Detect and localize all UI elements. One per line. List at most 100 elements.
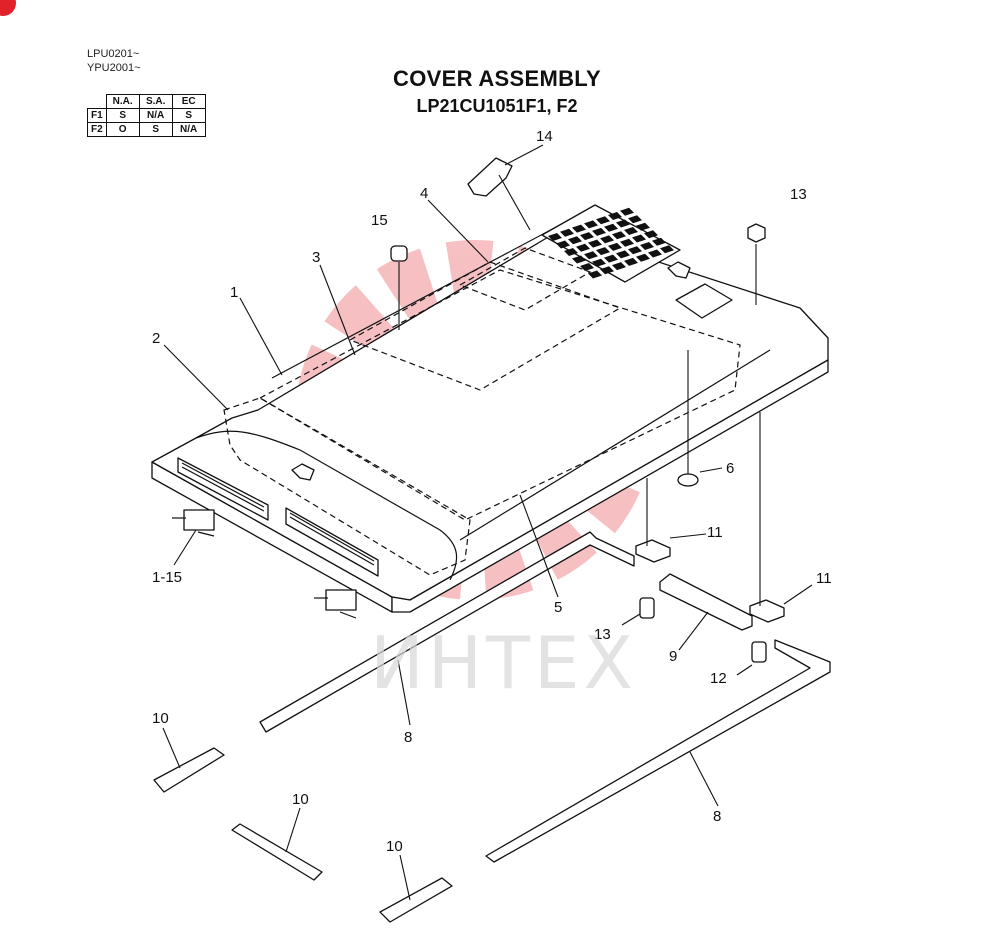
grille-cell bbox=[636, 222, 650, 231]
callout-13b: 13 bbox=[594, 626, 611, 643]
hinge-bracket-right bbox=[314, 589, 357, 619]
callout-10a: 10 bbox=[152, 710, 169, 727]
serial-range-2: YPU2001~ bbox=[87, 62, 141, 74]
grille-cell bbox=[612, 262, 626, 271]
grille-cell bbox=[640, 242, 654, 250]
part-13-bolt-lower bbox=[639, 597, 655, 619]
grille-cell bbox=[588, 239, 602, 248]
grille-cell bbox=[592, 258, 606, 267]
grille-cell bbox=[644, 230, 658, 239]
grille-cell bbox=[604, 223, 618, 232]
watermark-text: ИНТЕХ bbox=[370, 621, 637, 705]
grille-cell bbox=[596, 216, 610, 225]
latch-front-icon bbox=[291, 463, 315, 481]
grille-cell bbox=[568, 236, 582, 245]
grille-cell bbox=[620, 238, 634, 247]
grille-cell bbox=[652, 237, 666, 246]
callout-12: 12 bbox=[710, 670, 727, 687]
grille-cell bbox=[584, 220, 598, 229]
page-title: COVER ASSEMBLY bbox=[393, 66, 601, 91]
grille-cell bbox=[636, 253, 650, 262]
callout-4: 4 bbox=[420, 185, 428, 202]
latch-rear-icon bbox=[667, 261, 691, 279]
corner-badge bbox=[0, 0, 16, 16]
part-15-cap bbox=[390, 245, 408, 262]
part-6-grommet bbox=[677, 473, 699, 487]
part-9-bar bbox=[659, 573, 753, 631]
availability-cell: N/A bbox=[171, 122, 206, 137]
grille-cell bbox=[616, 250, 630, 259]
grille-cell bbox=[560, 228, 574, 237]
cover-assembly bbox=[151, 204, 829, 619]
callout-1: 1 bbox=[230, 284, 238, 301]
callout-11b: 11 bbox=[816, 570, 832, 587]
grille-cell bbox=[556, 240, 570, 249]
grille-cell bbox=[564, 248, 578, 256]
part-8-seal-right bbox=[485, 639, 831, 863]
grille-cell bbox=[624, 227, 638, 235]
grille-cell bbox=[576, 243, 590, 252]
callout-15: 15 bbox=[371, 212, 388, 229]
grille-cell bbox=[572, 224, 586, 233]
grille-cell bbox=[572, 255, 586, 264]
availability-cell: S bbox=[138, 122, 173, 137]
callout-13a: 13 bbox=[790, 186, 807, 203]
callout-3: 3 bbox=[312, 249, 320, 266]
front-vent-right bbox=[285, 507, 379, 577]
callout-10c: 10 bbox=[386, 838, 403, 855]
cover-side-skirt bbox=[391, 359, 829, 613]
part-12-bolt bbox=[751, 641, 767, 663]
availability-row-label: F2 bbox=[87, 122, 107, 137]
cover-access-opening bbox=[675, 283, 733, 319]
part-13-nut-top bbox=[747, 223, 766, 243]
grille-cell bbox=[600, 235, 614, 244]
grille-cell bbox=[628, 246, 642, 255]
callout-10b: 10 bbox=[292, 791, 309, 808]
availability-row: F2 O S N/A bbox=[87, 122, 206, 137]
grille-cell bbox=[632, 234, 646, 243]
callout-8b: 8 bbox=[713, 808, 721, 825]
callout-leaders bbox=[162, 144, 813, 901]
cover-ridge-line bbox=[271, 224, 561, 379]
cover-front-edge bbox=[195, 430, 458, 581]
cover-grille bbox=[541, 204, 681, 283]
seal-outline-2 bbox=[223, 397, 471, 576]
grille-cell bbox=[604, 254, 618, 263]
grille-cell bbox=[660, 245, 674, 254]
cover-crease-line bbox=[459, 349, 771, 541]
part-14-lock bbox=[467, 157, 513, 197]
part-11-spacer-a bbox=[635, 539, 671, 563]
grille-cell bbox=[628, 215, 642, 224]
page-subtitle: LP21CU1051F1, F2 bbox=[416, 96, 578, 116]
grille-cell bbox=[596, 247, 610, 256]
grille-cell bbox=[620, 207, 634, 216]
grille-cell bbox=[588, 270, 602, 279]
availability-header-row: N.A. S.A. EC bbox=[87, 94, 206, 109]
grille-cell bbox=[600, 266, 614, 275]
part-10-strip-a bbox=[153, 747, 225, 793]
grille-cell bbox=[580, 263, 594, 271]
callout-6: 6 bbox=[726, 460, 734, 477]
hinge-bracket-left bbox=[172, 509, 215, 537]
callout-9: 9 bbox=[669, 648, 677, 665]
part-10-strip-c bbox=[379, 877, 453, 923]
grille-cell bbox=[624, 257, 638, 266]
callout-2: 2 bbox=[152, 330, 160, 347]
grille-cell bbox=[580, 232, 594, 241]
callout-8a: 8 bbox=[404, 729, 412, 746]
grille-cell bbox=[608, 242, 622, 251]
callout-14: 14 bbox=[536, 128, 553, 145]
part-8-seal-left bbox=[259, 531, 635, 733]
cover-top-panel bbox=[151, 229, 829, 601]
callout-5: 5 bbox=[554, 599, 562, 616]
grille-cell bbox=[616, 219, 630, 228]
part-11-spacer-b bbox=[749, 599, 785, 623]
serial-range: LPU0201~ YPU2001~ bbox=[87, 47, 141, 75]
availability-table: N.A. S.A. EC F1 S N/A S F2 O S N/A bbox=[87, 94, 206, 137]
grille-cell bbox=[648, 249, 662, 258]
grille-cell bbox=[584, 251, 598, 260]
grille-cell bbox=[608, 212, 622, 220]
insulation-outline-4 bbox=[458, 247, 592, 311]
grille-cell bbox=[548, 233, 562, 241]
